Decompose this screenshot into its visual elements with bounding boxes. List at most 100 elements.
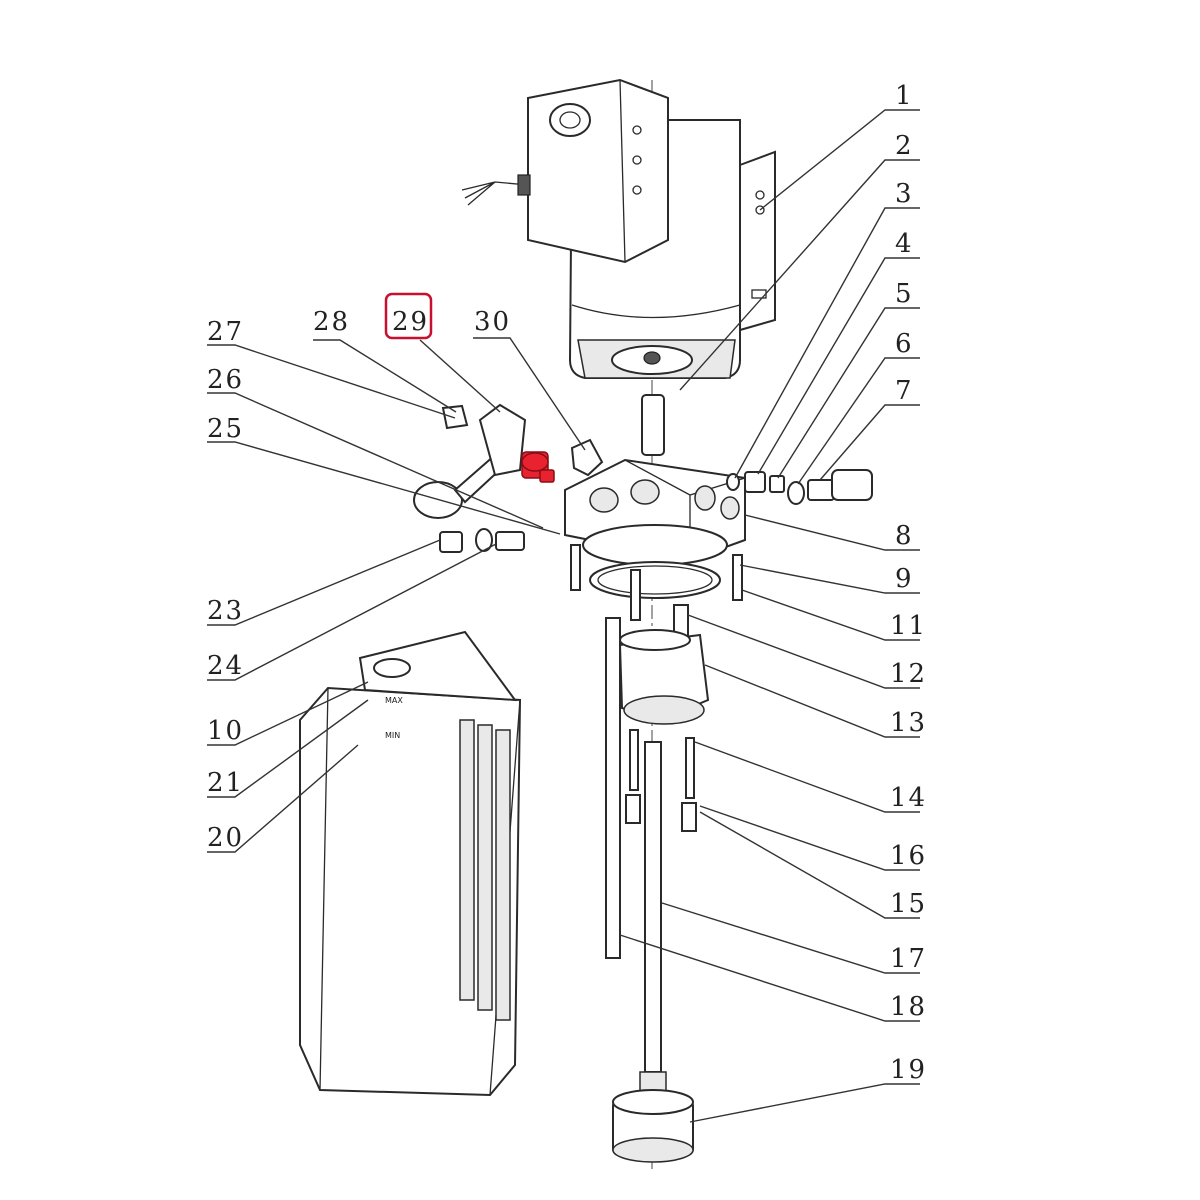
manifold-block xyxy=(564,458,746,599)
junction-box-edge xyxy=(619,79,626,263)
callout-14: 14 xyxy=(890,783,927,813)
leader-10 xyxy=(207,681,369,746)
filter-top xyxy=(612,1089,694,1115)
motor-band xyxy=(571,304,741,319)
callout-7: 7 xyxy=(895,376,914,406)
leader-17 xyxy=(661,902,920,974)
callout-21: 21 xyxy=(207,768,244,798)
relief-fitting xyxy=(831,469,873,501)
callout-1: 1 xyxy=(895,81,914,111)
manifold-port xyxy=(720,496,740,520)
fitting-nut xyxy=(744,471,766,493)
oil-tank: MAX MIN xyxy=(299,630,522,1097)
callout-24: 24 xyxy=(207,651,244,681)
o-ring-inner xyxy=(597,565,713,595)
leader-1 xyxy=(759,109,920,211)
leader-29 xyxy=(419,339,501,413)
screw xyxy=(570,544,581,591)
manifold-flange xyxy=(582,524,728,566)
pump-base xyxy=(623,695,705,725)
handle-lever xyxy=(478,403,527,477)
leader-18 xyxy=(619,934,920,1022)
wire-grommet xyxy=(517,174,531,196)
junction-box xyxy=(527,78,669,264)
bolt xyxy=(629,729,639,791)
fitting xyxy=(769,475,785,493)
leader-7 xyxy=(819,404,920,481)
coupling-shaft xyxy=(641,394,665,456)
leader-19 xyxy=(689,1083,920,1123)
return-tube xyxy=(605,617,621,959)
leader-24 xyxy=(207,543,497,681)
pump-top xyxy=(619,629,691,651)
leader-15 xyxy=(699,811,920,919)
tank-lid xyxy=(358,630,518,702)
fitting-23 xyxy=(439,531,463,553)
leader-26 xyxy=(207,392,544,529)
tank-rib xyxy=(495,729,511,1021)
tank-max-label: MAX xyxy=(385,696,403,705)
leader-21 xyxy=(207,699,369,798)
callout-29: 29 xyxy=(392,307,429,337)
power-wires xyxy=(461,181,529,206)
bolt xyxy=(685,737,695,799)
callout-28: 28 xyxy=(313,307,350,337)
tank-rib xyxy=(459,719,475,1001)
leader-4 xyxy=(757,257,920,475)
tank-filler-cap xyxy=(373,658,411,678)
part-29-top xyxy=(521,452,549,472)
tank-min-label: MIN xyxy=(385,731,400,740)
leader-2 xyxy=(679,159,920,391)
box-hole xyxy=(632,185,642,195)
adapter xyxy=(807,479,835,501)
callout-9: 9 xyxy=(895,564,914,594)
callout-15: 15 xyxy=(890,889,927,919)
motor-assembly xyxy=(461,78,776,379)
o-ring xyxy=(589,561,721,599)
callout-11: 11 xyxy=(890,611,927,641)
leader-6 xyxy=(797,357,920,485)
callout-2: 2 xyxy=(895,131,914,161)
leader-23 xyxy=(207,539,441,626)
leader-20 xyxy=(207,744,359,853)
part-29-tip xyxy=(539,469,555,483)
callout-16: 16 xyxy=(890,841,927,871)
motor-shaft xyxy=(643,351,661,365)
manifold-port xyxy=(589,487,619,513)
pump-assembly xyxy=(618,604,710,725)
leader-16 xyxy=(699,805,920,871)
callout-25: 25 xyxy=(207,414,244,444)
callout-20: 20 xyxy=(207,823,244,853)
motor-bracket xyxy=(739,150,776,332)
box-hole xyxy=(632,155,642,165)
leader-12 xyxy=(687,614,920,689)
callout-19: 19 xyxy=(890,1055,927,1085)
box-hole xyxy=(632,125,642,135)
callout-29-highlight-box xyxy=(384,292,433,340)
screw xyxy=(732,554,743,601)
suction-filter xyxy=(612,1089,694,1163)
washer xyxy=(726,473,740,491)
leader-8 xyxy=(744,514,920,551)
valve-cartridge xyxy=(495,531,525,551)
bolt-head xyxy=(681,802,697,832)
callout-4: 4 xyxy=(895,229,914,259)
junction-box-gland xyxy=(549,103,591,137)
callout-27: 27 xyxy=(207,317,244,347)
right-fittings xyxy=(726,469,873,505)
nut-28 xyxy=(441,404,469,430)
screw xyxy=(630,569,641,621)
callout-18: 18 xyxy=(890,992,927,1022)
callout-23: 23 xyxy=(207,596,244,626)
callout-26: 26 xyxy=(207,365,244,395)
callout-12: 12 xyxy=(890,659,927,689)
callout-30: 30 xyxy=(474,307,511,337)
junction-box-gland-inner xyxy=(559,111,581,129)
leader-3 xyxy=(734,207,920,479)
leader-27 xyxy=(207,344,456,419)
leader-28 xyxy=(313,339,457,413)
callout-6: 6 xyxy=(895,329,914,359)
leader-11 xyxy=(741,589,920,641)
valve-30 xyxy=(570,438,604,477)
